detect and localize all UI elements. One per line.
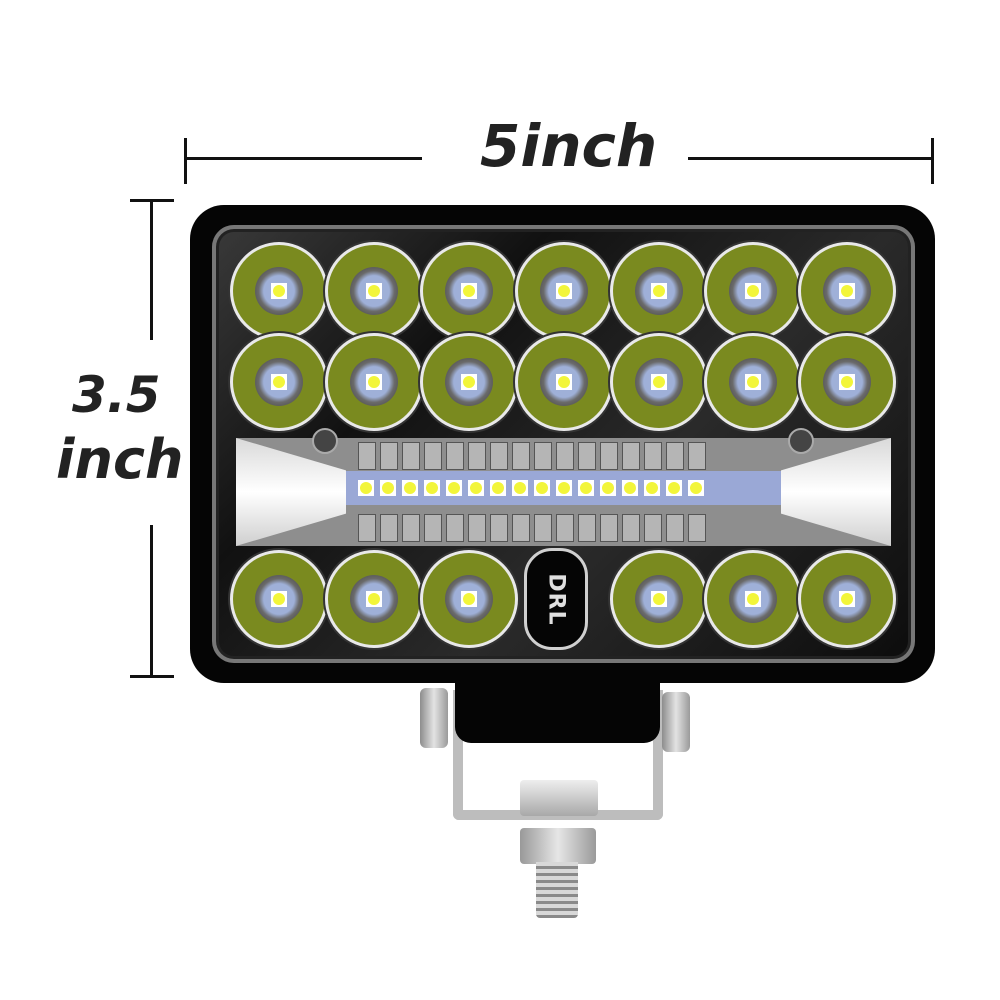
smd-led bbox=[446, 480, 462, 496]
round-led bbox=[233, 553, 325, 645]
smd-led bbox=[688, 480, 704, 496]
height-dimension-label-unit: inch bbox=[56, 428, 184, 491]
round-led bbox=[328, 245, 420, 337]
width-dimension-label: 5inch bbox=[480, 112, 658, 180]
smd-led bbox=[556, 480, 572, 496]
width-dimension-right-tick bbox=[931, 138, 934, 184]
drl-badge: DRL bbox=[524, 548, 588, 650]
round-led bbox=[801, 245, 893, 337]
height-dimension-label-number: 3.5 bbox=[72, 366, 161, 424]
housing-base bbox=[455, 683, 660, 743]
round-led bbox=[707, 336, 799, 428]
round-led bbox=[707, 553, 799, 645]
width-dimension-left-tick bbox=[184, 138, 187, 184]
round-led bbox=[328, 336, 420, 428]
smd-led bbox=[644, 480, 660, 496]
smd-led bbox=[490, 480, 506, 496]
height-dimension-bottom-line bbox=[150, 525, 153, 677]
round-led bbox=[613, 553, 705, 645]
center-nut-icon bbox=[520, 780, 598, 816]
lower-nut-icon bbox=[520, 828, 596, 864]
round-led bbox=[518, 336, 610, 428]
smd-led bbox=[622, 480, 638, 496]
width-dimension-left-line bbox=[186, 157, 422, 160]
round-led bbox=[423, 553, 515, 645]
right-reflector bbox=[781, 438, 891, 546]
round-led bbox=[233, 245, 325, 337]
screw-icon bbox=[312, 428, 338, 454]
height-dimension-bottom-tick bbox=[130, 675, 174, 678]
round-led bbox=[518, 245, 610, 337]
smd-led bbox=[666, 480, 682, 496]
round-led bbox=[233, 336, 325, 428]
screw-icon bbox=[788, 428, 814, 454]
round-led bbox=[801, 553, 893, 645]
height-dimension-top-line bbox=[150, 200, 153, 340]
right-side-bolt bbox=[662, 692, 690, 752]
left-reflector bbox=[236, 438, 346, 546]
round-led bbox=[801, 336, 893, 428]
smd-led bbox=[402, 480, 418, 496]
left-side-bolt bbox=[420, 688, 448, 748]
smd-led bbox=[380, 480, 396, 496]
smd-led bbox=[578, 480, 594, 496]
round-led bbox=[423, 245, 515, 337]
drl-badge-text: DRL bbox=[543, 572, 569, 626]
smd-led bbox=[424, 480, 440, 496]
round-led bbox=[707, 245, 799, 337]
led-strip-bar bbox=[236, 438, 891, 546]
round-led bbox=[328, 553, 420, 645]
width-dimension-right-line bbox=[688, 157, 933, 160]
smd-led bbox=[512, 480, 528, 496]
threaded-bolt bbox=[536, 862, 578, 918]
smd-led bbox=[600, 480, 616, 496]
round-led bbox=[613, 336, 705, 428]
smd-led bbox=[358, 480, 374, 496]
round-led bbox=[423, 336, 515, 428]
smd-led bbox=[468, 480, 484, 496]
smd-led bbox=[534, 480, 550, 496]
round-led bbox=[613, 245, 705, 337]
